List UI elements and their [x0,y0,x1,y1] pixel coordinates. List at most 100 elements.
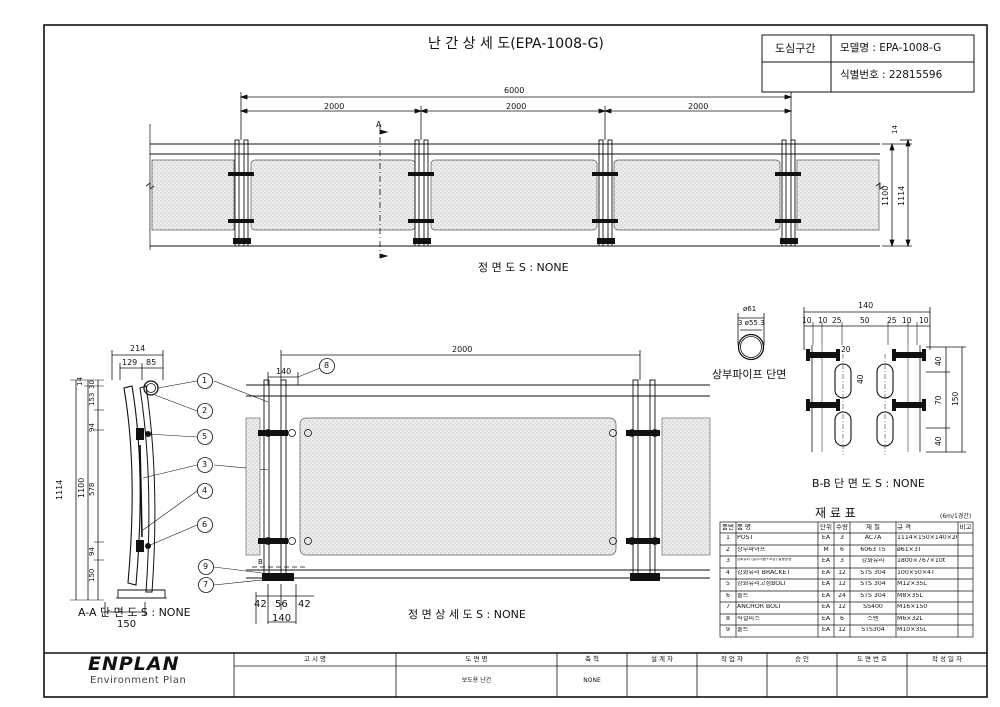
detail-front-view [198,350,711,624]
pipe-section [737,313,765,361]
front-span-dim-2: 2000 [506,102,527,111]
aa-vdim-578: 578 [88,482,96,496]
bb-right-dim-150: 150 [951,391,960,406]
materials-header-cell: 재 질 [865,524,881,531]
materials-cell: 7 [726,604,730,610]
detail-callout-8: 8 [324,361,330,370]
materials-header-cell: 규 격 [897,524,912,531]
materials-cell: 스텐 [867,616,879,622]
detail-span-dim: 2000 [452,345,473,354]
info-id-label: 식별번호 : 22815596 [840,69,943,81]
materials-header-cell: 수량 [836,524,848,531]
materials-cell: 6 [840,547,844,553]
title-block-header: 승 인 [794,655,810,663]
materials-cell: 직결피스 [737,616,760,622]
front-small-dim: 14 [891,125,899,134]
materials-cell: 볼트 [737,627,749,633]
sheet-border [43,24,988,698]
front-span-dim-3: 2000 [688,102,709,111]
detail-callout-7: 7 [203,580,209,589]
pipe-dim-inner: 3 ø55.3 [738,319,765,327]
materials-cell: M [823,547,829,553]
aa-callout-3: 3 [202,460,208,469]
detail-bottom-dim-3: 42 [298,599,311,610]
title-block-header: 도 면 번 호 [856,655,888,663]
materials-cell: 6 [726,593,730,599]
bb-inner-dim-40: 40 [856,374,865,384]
title-block-header: 작 업 자 [720,655,744,663]
aa-vdim-94-top: 94 [88,423,96,432]
materials-cell: AC7A [864,535,882,541]
materials-cell: M12×35L [897,581,927,587]
company-subtitle: Environment Plan [90,675,187,686]
materials-header-cell: 비고 [959,524,972,531]
company-logo-text: ENPLAN [88,653,180,675]
materials-header-cell: 품 명 [737,524,752,531]
materials-cell: 1114×150×140×20T [897,535,957,541]
materials-cell: 3 [840,535,844,541]
title-block-header: 축 척 [584,655,600,663]
aa-callout-6: 6 [202,520,208,529]
materials-cell: 볼트 [737,593,749,599]
detail-caption: 정 면 상 세 도 S : NONE [408,608,526,621]
materials-cell: M10×35L [897,627,927,633]
title-block-header: 도 면 명 [465,655,488,663]
bb-right-dim-40-top: 40 [934,356,943,366]
drawing-title: 난 간 상 세 도(EPA-1008-G) [428,36,604,52]
materials-table-grid [719,521,974,638]
bb-top-dim-3: 25 [832,316,842,325]
detail-post-dim: 140 [276,367,292,376]
bb-top-dim-5: 25 [887,316,897,325]
materials-cell: 1800×767×10t [897,558,946,564]
materials-cell: 12 [838,581,846,587]
detail-callout-9: 9 [203,562,209,571]
bb-top-dim-6: 10 [902,316,912,325]
aa-bottom-dim: 150 [117,619,137,630]
materials-cell: SS400 [863,604,883,610]
materials-title: 재 료 표 [815,506,856,520]
materials-cell: 1 [726,535,730,541]
materials-cell: EA [821,570,831,576]
materials-cell: 6063 T5 [860,547,886,553]
materials-cell: 6 [840,616,844,622]
aa-top-dim-1: 214 [130,344,146,353]
aa-callout-4: 4 [202,486,208,495]
materials-cell: 12 [838,570,846,576]
bb-right-dim-70: 70 [934,395,943,405]
bb-right-dim-40-bottom: 40 [934,436,943,446]
front-section-mark: A [376,120,382,129]
materials-cell: EA [821,558,831,564]
info-model-label: 모델명 : EPA-1008-G [840,42,942,54]
detail-section-mark: B [258,558,263,566]
bb-top-dim-7: 10 [919,316,929,325]
front-span-dim-1: 2000 [324,102,345,111]
front-height-dim-1: 1100 [881,185,890,206]
materials-cell: EA [821,581,831,587]
materials-cell: STS 304 [860,581,886,587]
materials-cell: 강화유리 (알루미늄+보강) 밀봉공정 [737,558,792,561]
aa-callout-2: 2 [202,406,208,415]
aa-vdim-94-bottom: 94 [88,547,96,556]
bb-caption: B-B 단 면 도 S : NONE [812,477,925,490]
aa-caption: A-A 단 면 도 S : NONE [78,606,191,619]
aa-vdim-150: 150 [88,568,96,582]
materials-cell: M8×35L [897,593,923,599]
title-block-header: 작 성 일 자 [931,655,963,663]
materials-cell: EA [821,593,831,599]
detail-bottom-dim-2: 56 [275,599,288,610]
title-block-header: 고 시 명 [303,655,327,663]
title-block-value: 보도용 난간 [461,677,492,684]
bb-inner-dim-20: 20 [841,345,851,354]
materials-cell: STS304 [861,627,885,633]
materials-header-cell: 품번 [722,524,734,531]
aa-overall-dim-1: 1114 [55,479,64,500]
materials-cell: 3 [840,558,844,564]
materials-cell: EA [821,627,831,633]
materials-cell: 2 [726,547,730,553]
front-view [145,92,912,259]
aa-overall-dim-2: 1100 [77,477,86,498]
materials-header-cell: 단위 [820,524,832,531]
bb-top-dim-4: 50 [860,316,870,325]
